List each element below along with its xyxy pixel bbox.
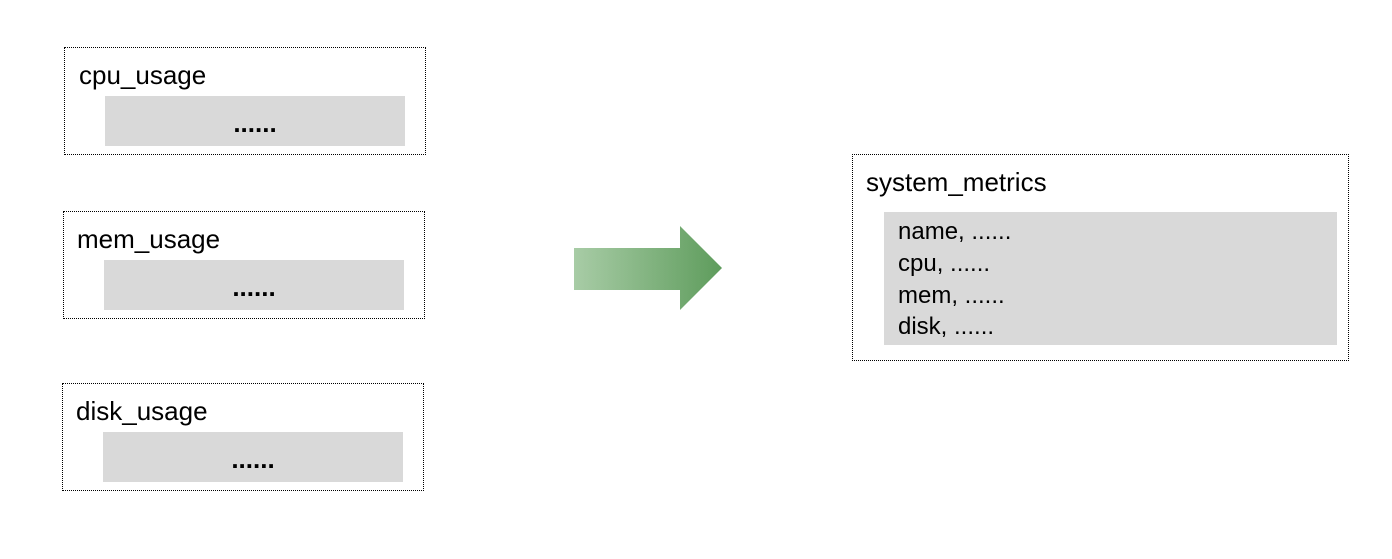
content-ellipsis: ...... xyxy=(232,272,276,302)
table-title: disk_usage xyxy=(76,396,208,426)
table-content: ...... xyxy=(104,260,404,310)
arrow-right-icon xyxy=(574,226,722,310)
table-row: mem, ...... xyxy=(898,282,1005,309)
content-ellipsis: ...... xyxy=(233,108,277,138)
table-content: ...... xyxy=(103,432,403,482)
table-row: cpu, ...... xyxy=(898,250,991,277)
table-mem-usage: mem_usage ...... xyxy=(63,211,425,319)
table-content: ...... xyxy=(105,96,405,146)
table-row: name, ...... xyxy=(898,218,1012,245)
table-title: cpu_usage xyxy=(79,60,207,90)
table-disk-usage: disk_usage ...... xyxy=(62,383,424,491)
table-title: mem_usage xyxy=(77,224,221,254)
table-title: system_metrics xyxy=(866,167,1047,197)
table-cpu-usage: cpu_usage ...... xyxy=(64,47,426,155)
merge-arrow xyxy=(574,226,722,312)
table-row: disk, ...... xyxy=(898,313,995,340)
table-system-metrics: system_metrics name, ...... cpu, ...... … xyxy=(852,154,1349,361)
content-ellipsis: ...... xyxy=(231,444,275,474)
table-content: name, ...... cpu, ...... mem, ...... dis… xyxy=(884,212,1337,345)
